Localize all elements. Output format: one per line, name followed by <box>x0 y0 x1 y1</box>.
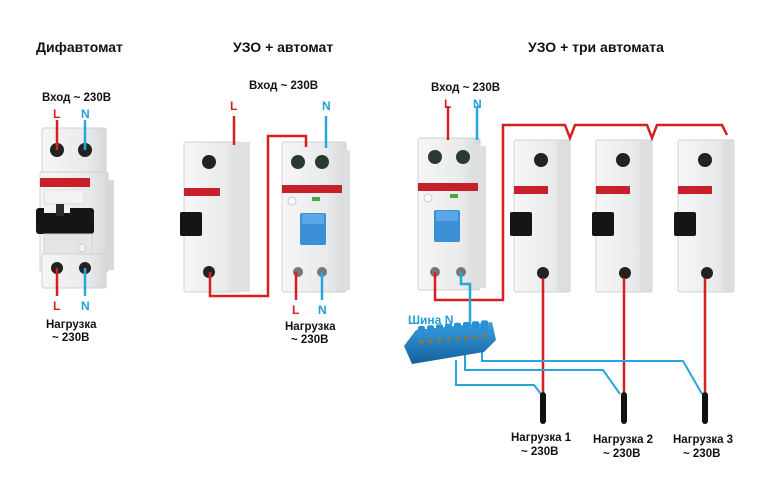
load1-voltage: ~ 230В <box>521 446 559 458</box>
bus-screw <box>437 338 442 343</box>
bus-screw <box>428 339 433 344</box>
section1-output-L: L <box>53 299 61 313</box>
mcb-device-1 <box>510 139 571 293</box>
toggle-lever[interactable] <box>674 212 696 236</box>
section2-wires <box>208 116 328 300</box>
load3-voltage: ~ 230В <box>683 448 721 460</box>
bus-terminal <box>481 320 488 333</box>
bus-screw <box>455 336 460 341</box>
bus-terminal <box>436 324 443 337</box>
toggle-lever[interactable] <box>36 208 94 234</box>
load-cable-3 <box>702 392 708 424</box>
section1-wires <box>55 120 87 296</box>
bus-screw <box>482 334 487 339</box>
brand-strip <box>418 183 478 191</box>
load-cable-2 <box>621 392 627 424</box>
brand-strip <box>282 185 342 193</box>
toggle-lever[interactable] <box>180 212 202 236</box>
bus-terminal <box>463 322 470 334</box>
bus-terminal <box>418 326 425 338</box>
load1-label: Нагрузка 1 <box>511 432 572 444</box>
brand-strip <box>678 186 712 194</box>
section2-input-label: Вход ~ 230В <box>249 80 319 92</box>
brand-strip <box>40 178 90 187</box>
load-cables <box>540 392 708 424</box>
section1-output-N: N <box>81 299 90 313</box>
bus-screw <box>446 337 451 342</box>
bus-label: Шина N <box>408 313 454 327</box>
bus-terminal <box>445 323 452 336</box>
rcd-device <box>281 141 350 293</box>
mcb-device-2 <box>592 139 653 293</box>
load-cable-1 <box>540 392 546 424</box>
section2-output-L: L <box>292 303 300 317</box>
neutral-bus-bar <box>404 320 496 364</box>
section3-wires <box>433 106 729 395</box>
section2-input-N: N <box>322 99 331 113</box>
load2-label: Нагрузка 2 <box>593 434 654 446</box>
section2-load-voltage: ~ 230В <box>291 334 329 346</box>
brand-strip <box>514 186 548 194</box>
rcbo-device <box>36 127 114 289</box>
test-button[interactable] <box>287 196 297 206</box>
section2-load-label: Нагрузка <box>285 321 336 333</box>
bus-screw <box>419 340 424 344</box>
section1-input-N: N <box>81 107 90 121</box>
section1-input-L: L <box>53 107 61 121</box>
toggle-lever[interactable] <box>510 212 532 236</box>
bus-terminal <box>454 322 461 335</box>
brand-strip <box>596 186 630 194</box>
test-button[interactable] <box>77 243 87 253</box>
mcb-device <box>180 141 250 293</box>
section3-input-label: Вход ~ 230В <box>431 82 501 94</box>
section1-title: Дифавтомат <box>36 39 123 55</box>
rcd-device-main <box>417 137 486 291</box>
mcb-group <box>510 139 735 293</box>
section2-title: УЗО + автомат <box>233 39 334 55</box>
section2-input-L: L <box>230 99 238 113</box>
toggle-lever[interactable] <box>592 212 614 236</box>
bus-terminal <box>472 321 479 334</box>
bus-terminal <box>427 325 434 338</box>
section1-load-label: Нагрузка <box>46 319 97 331</box>
bus-screw <box>464 336 469 340</box>
load3-label: Нагрузка 3 <box>673 434 734 446</box>
section2-output-N: N <box>318 303 327 317</box>
bus-screw <box>473 335 478 340</box>
mcb-device-3 <box>674 139 735 293</box>
section3-input-L: L <box>444 97 452 111</box>
load2-voltage: ~ 230В <box>603 448 641 460</box>
section1-load-voltage: ~ 230В <box>52 332 90 344</box>
section3-input-N: N <box>473 97 482 111</box>
section1-input-label: Вход ~ 230В <box>42 92 112 104</box>
brand-strip <box>184 188 220 196</box>
section3-title: УЗО + три автомата <box>528 39 664 55</box>
